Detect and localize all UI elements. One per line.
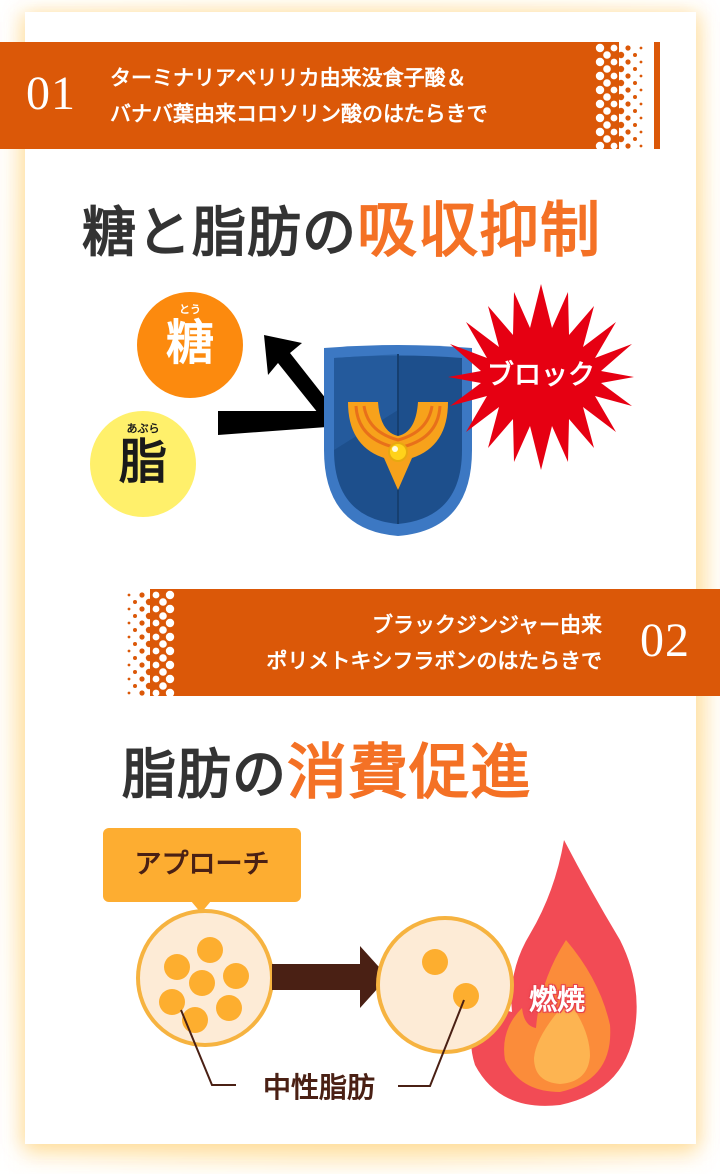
- heading-accent-text: 消費促進: [287, 738, 531, 808]
- right-arrow-icon: [272, 946, 388, 1008]
- halftone-pattern-icon: [595, 42, 654, 149]
- shield-icon: [324, 345, 472, 536]
- section-number: 01: [26, 67, 76, 120]
- block-label: ブロック: [487, 360, 595, 391]
- heading-accent-text: 吸収抑制: [357, 196, 601, 266]
- section-02-heading: 脂肪の消費促進: [122, 738, 531, 810]
- sugar-bubble: とう 糖: [137, 292, 243, 398]
- fat-bubble: あぶら 脂: [90, 411, 196, 517]
- deflect-arrow-icon: [218, 335, 354, 435]
- section-02-banner: ブラックジンジャー由来 ポリメトキシフラボンのはたらきで 02: [116, 589, 720, 696]
- block-burst-icon: [448, 284, 634, 470]
- banner-text: ターミナリアベリリカ由来没食子酸＆ バナバ葉由来コロソリン酸のはたらきで: [110, 60, 488, 132]
- section-01-banner: 01 ターミナリアベリリカ由来没食子酸＆ バナバ葉由来コロソリン酸のはたらきで: [0, 42, 660, 149]
- banner-line-2: バナバ葉由来コロソリン酸のはたらきで: [110, 102, 488, 126]
- fat-cell-diagram: [136, 840, 637, 1106]
- fat-kanji: 脂: [118, 434, 167, 490]
- banner-line-2: ポリメトキシフラボンのはたらきで: [266, 649, 602, 673]
- banner-line-1: ターミナリアベリリカ由来没食子酸＆: [110, 66, 467, 90]
- section-number: 02: [640, 614, 690, 667]
- heading-dark-text: 脂肪の: [122, 743, 287, 806]
- sugar-ruby: とう: [179, 303, 201, 316]
- approach-callout: アプローチ: [103, 828, 301, 902]
- sugar-kanji: 糖: [165, 315, 214, 371]
- burn-label: 燃焼: [528, 983, 585, 1016]
- triglyceride-label: 中性脂肪: [262, 1071, 375, 1104]
- heading-dark-text: 糖と脂肪の: [82, 201, 357, 264]
- banner-text: ブラックジンジャー由来 ポリメトキシフラボンのはたらきで: [266, 607, 602, 679]
- section-01-heading: 糖と脂肪の吸収抑制: [82, 196, 601, 268]
- flame-icon: [471, 840, 637, 1106]
- banner-line-1: ブラックジンジャー由来: [372, 613, 602, 637]
- halftone-pattern-icon: [116, 589, 175, 696]
- fat-ruby: あぶら: [126, 422, 160, 435]
